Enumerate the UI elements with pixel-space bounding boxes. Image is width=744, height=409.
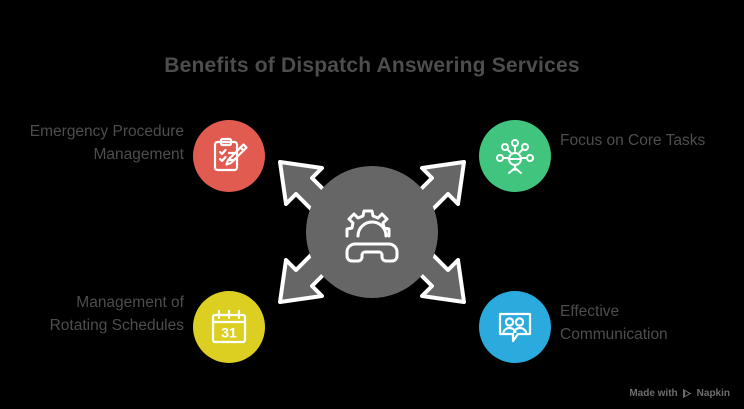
watermark-text: Made with (629, 388, 678, 399)
node-icon-emergency[interactable] (193, 120, 265, 192)
speech-bubble-people-icon (494, 306, 536, 348)
node-label-emergency: Emergency Procedure Management (29, 123, 184, 163)
calendar-day-number: 31 (221, 325, 237, 341)
phone-gear-icon (306, 166, 438, 298)
node-icon-focus[interactable] (479, 120, 551, 192)
node-label-schedules: Management of Rotating Schedules (49, 294, 184, 334)
person-network-nodes-icon (494, 135, 536, 177)
page-title: Benefits of Dispatch Answering Services (164, 54, 580, 77)
node-icon-schedules[interactable]: 31 (193, 291, 265, 363)
center-hub (306, 166, 438, 298)
napkin-logo-icon (682, 389, 692, 398)
calendar-31-icon: 31 (207, 306, 251, 348)
clipboard-checklist-pencil-icon (208, 135, 250, 177)
watermark-brand: Napkin (696, 388, 730, 399)
node-label-focus: Focus on Core Tasks (560, 132, 706, 149)
node-icon-communication[interactable] (479, 291, 551, 363)
watermark: Made with Napkin (629, 388, 730, 399)
node-label-communication: Effective Communication (560, 303, 668, 343)
